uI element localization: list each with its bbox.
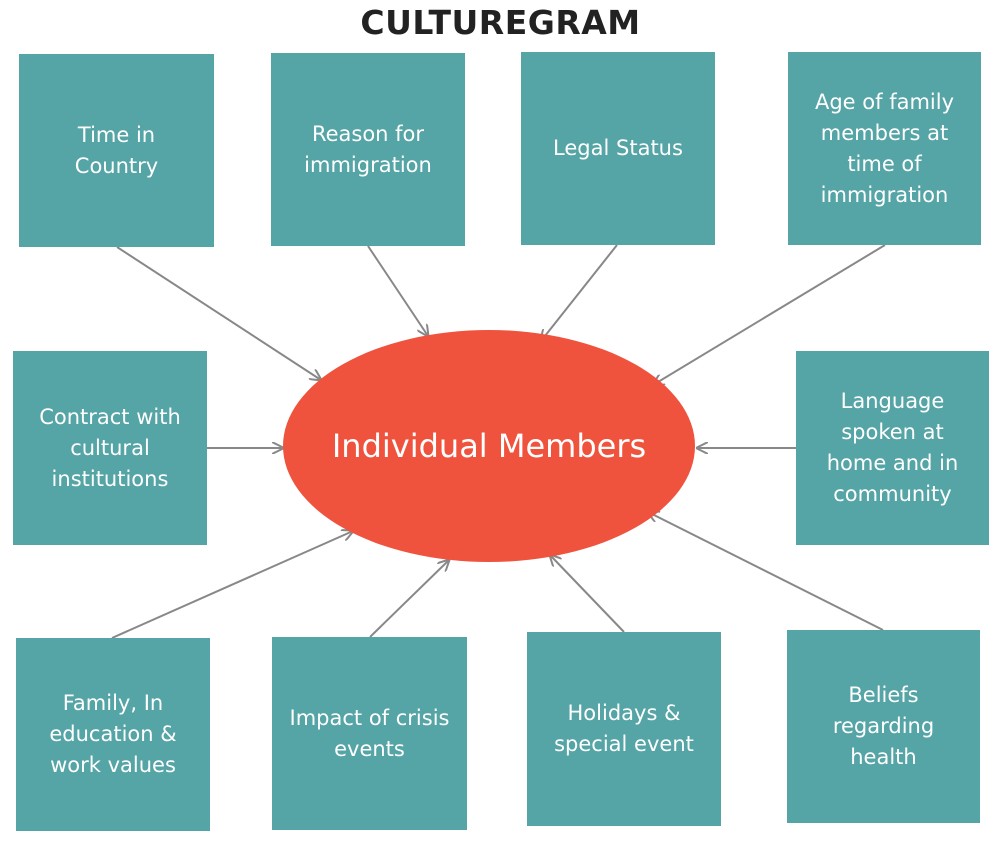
node-crisis-events: Impact of crisis events [272,637,467,830]
node-cultural-institutions: Contract with cultural institutions [13,351,207,545]
node-label: Family, In education & work values [49,691,177,777]
node-label: Language spoken at home and in community [826,389,959,506]
connector-holidays [550,555,625,633]
node-label: Time in Country [74,122,159,178]
connector-reason-for-immigration [367,245,428,336]
connector-time-in-country [116,246,321,380]
node-family-values: Family, In education & work values [16,638,210,831]
node-reason-for-immigration: Reason for immigration [271,53,465,246]
node-label: Legal Status [553,136,683,160]
connector-family-values [111,531,353,639]
connector-legal-status [541,244,618,341]
connector-age-of-family [653,244,886,385]
center-node: Individual Members [283,330,695,562]
node-health-beliefs: Beliefs regarding health [787,630,980,823]
connector-health-beliefs [648,512,884,631]
node-label: Reason for immigration [304,121,432,177]
node-time-in-country: Time in Country [19,54,214,247]
node-language-spoken: Language spoken at home and in community [796,351,989,545]
node-age-of-family: Age of family members at time of immigra… [788,52,981,245]
diagram-title: CULTUREGRAM [360,3,641,42]
connector-crisis-events [369,560,449,638]
node-label: Holidays & special event [554,701,694,756]
node-holidays: Holidays & special event [527,632,721,826]
node-label: Contract with cultural institutions [39,404,181,491]
node-label: Beliefs regarding health [832,683,935,769]
node-label: Impact of crisis events [289,705,450,761]
node-label: Age of family members at time of immigra… [814,89,955,207]
node-legal-status: Legal Status [521,52,715,245]
center-node-label: Individual Members [331,427,647,465]
